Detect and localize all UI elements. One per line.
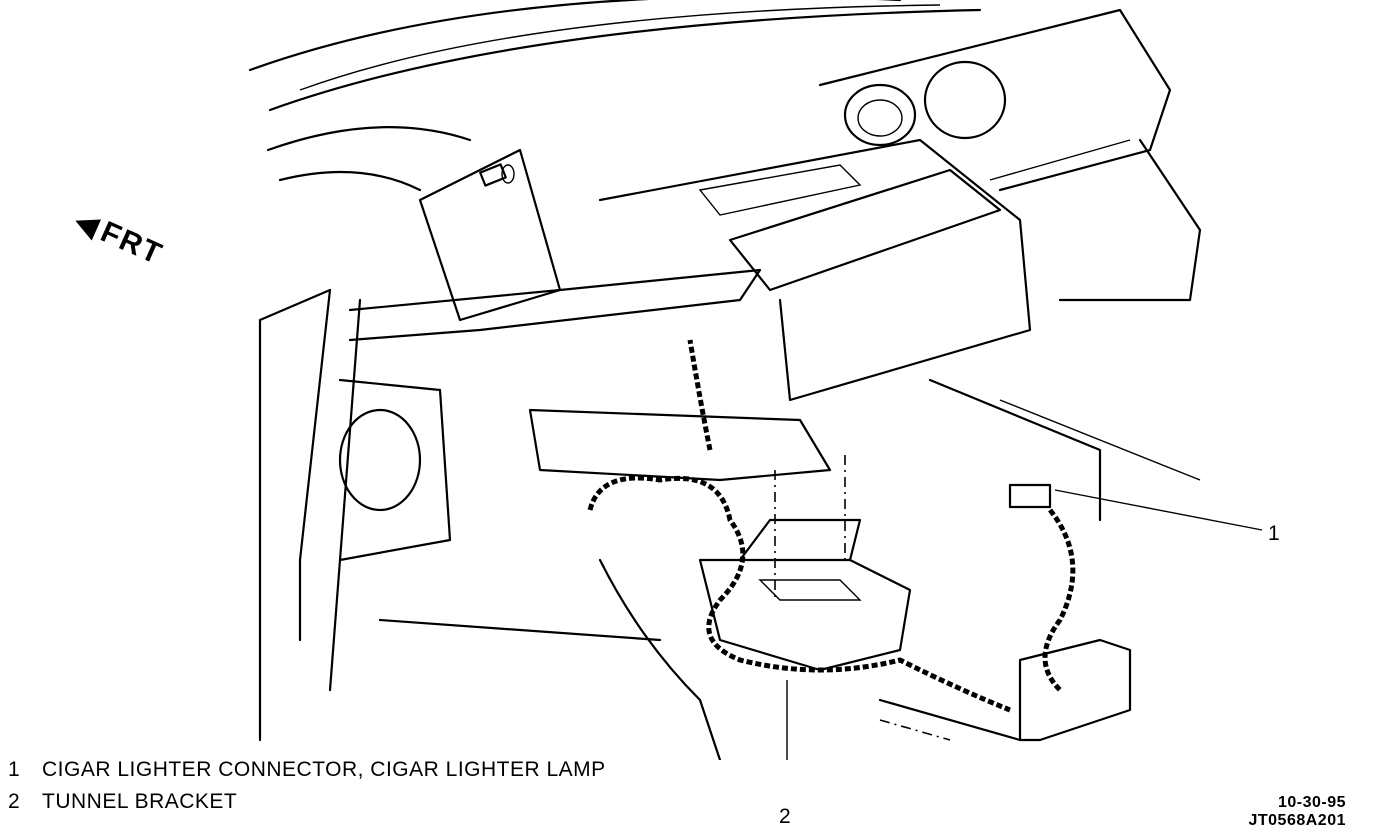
drawing-code: JT0568A201 (1248, 812, 1346, 829)
drawing-date: 10-30-95 (1277, 794, 1346, 811)
legend-item-1: 1 CIGAR LIGHTER CONNECTOR, CIGAR LIGHTER … (8, 758, 606, 782)
legend-text: TUNNEL BRACKET (42, 790, 238, 813)
legend-number: 1 (8, 758, 21, 781)
callout-number-2: 2 (779, 805, 791, 828)
legend-number: 2 (8, 790, 21, 813)
dashboard-line-drawing (248, 0, 1263, 800)
legend-text: CIGAR LIGHTER CONNECTOR, CIGAR LIGHTER L… (42, 758, 606, 781)
legend-item-2: 2 TUNNEL BRACKET (8, 790, 237, 814)
callout-number-1: 1 (1268, 522, 1280, 545)
